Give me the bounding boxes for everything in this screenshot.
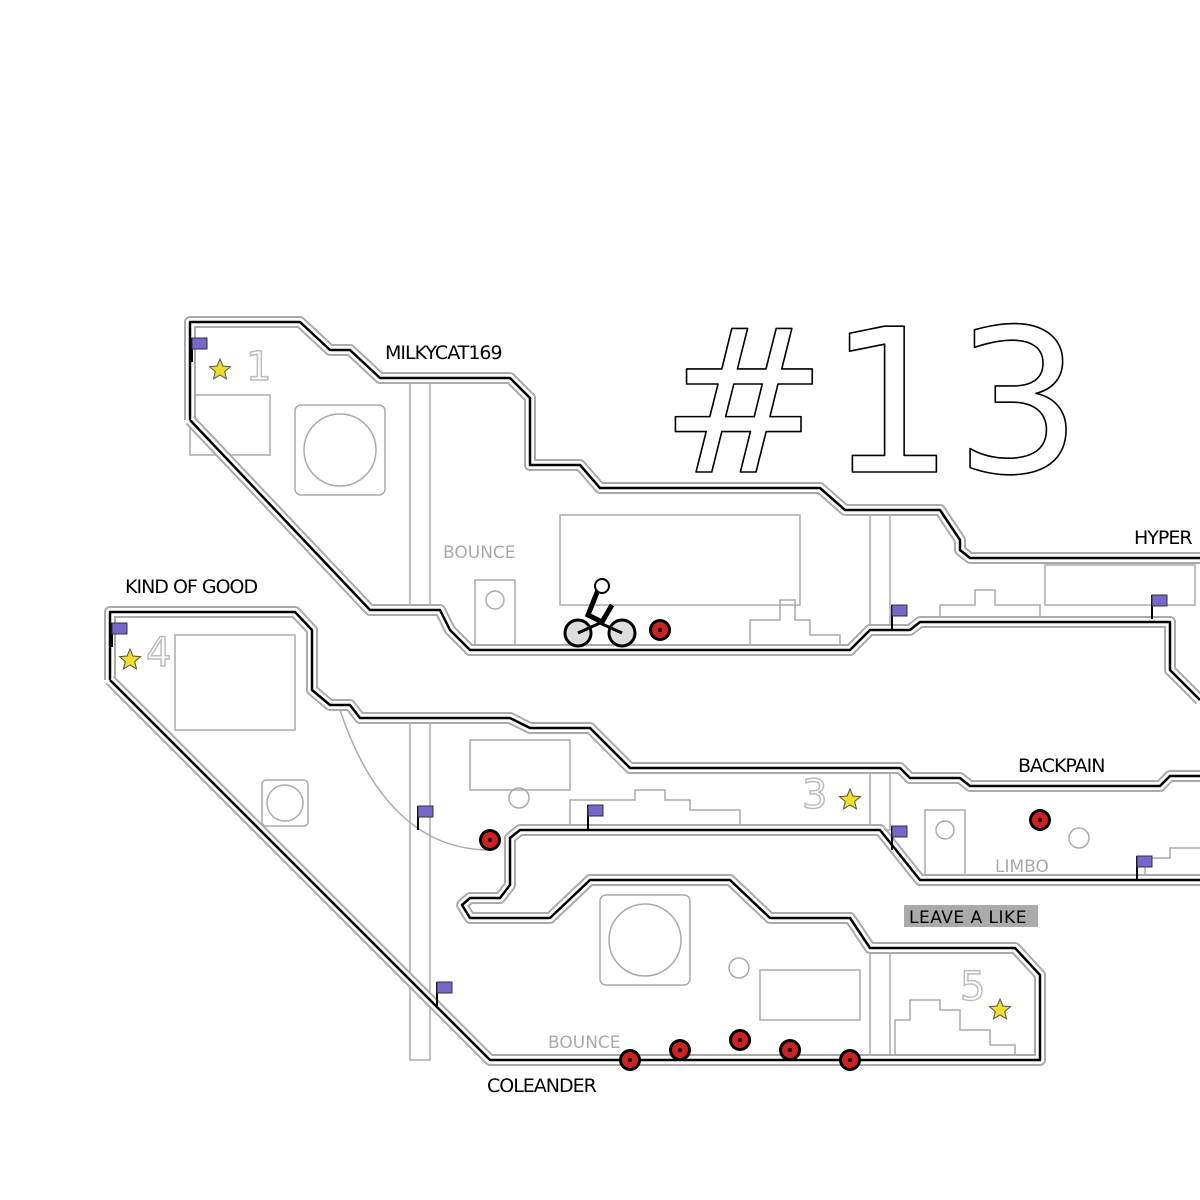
track-author-label: COLEANDER [487,1075,597,1097]
goal-star-icon [208,357,232,380]
door-icon [474,579,516,649]
limbo-label: LIMBO [995,857,1049,877]
handwritten-number-13: #13 [660,287,1082,520]
checkpoint-flag-icon [891,825,908,850]
bomb-mine-icon [649,619,671,641]
track-author-label: KIND OF GOOD [125,576,258,598]
goal-star-icon [838,787,862,810]
bounce-label: BOUNCE [443,543,516,563]
door-icon [924,809,966,879]
bomb-mine-icon [619,1049,641,1071]
goal-star-icon [118,647,142,670]
stars-group [118,357,1012,1020]
bomb-mine-icon [729,1029,751,1051]
track-author-label: MILKYCAT169 [385,342,502,364]
bomb-mine-icon [839,1049,861,1071]
clock-icon [508,787,1090,979]
bounce-label: BOUNCE [548,1033,621,1053]
checkpoint-flag-icon [587,804,604,829]
fan-icon [294,404,386,496]
fan-icon [261,779,309,827]
track-author-label: HYPER [1134,527,1192,549]
bomb-mine-icon [669,1039,691,1061]
checkpoint-flag-icon [891,604,908,629]
checkpoint-flag-icon [1136,855,1153,880]
room-number: 1 [246,344,271,390]
checkpoint-flag-icon [191,337,208,362]
room-number: 4 [146,630,171,676]
bike-rider[interactable] [563,578,637,648]
goal-star-icon [988,997,1012,1020]
checkpoint-flag-icon [111,622,128,647]
track-author-label: BACKPAIN [1018,755,1104,777]
room-number: 5 [960,964,985,1010]
flags-group [111,337,1168,1006]
leave-a-like-text: LEAVE A LIKE [909,908,1027,928]
mines-group [479,619,1051,1071]
track [104,316,1200,1066]
checkpoint-flag-icon [436,981,453,1006]
fan-icon [599,894,691,986]
room-number: 3 [802,772,827,818]
bomb-mine-icon [1029,809,1051,831]
checkpoint-flag-icon [1151,594,1168,619]
bomb-mine-icon [479,829,501,851]
checkpoint-flag-icon [417,805,434,830]
leave-a-like-sign: LEAVE A LIKE [904,905,1038,928]
bomb-mine-icon [779,1039,801,1061]
